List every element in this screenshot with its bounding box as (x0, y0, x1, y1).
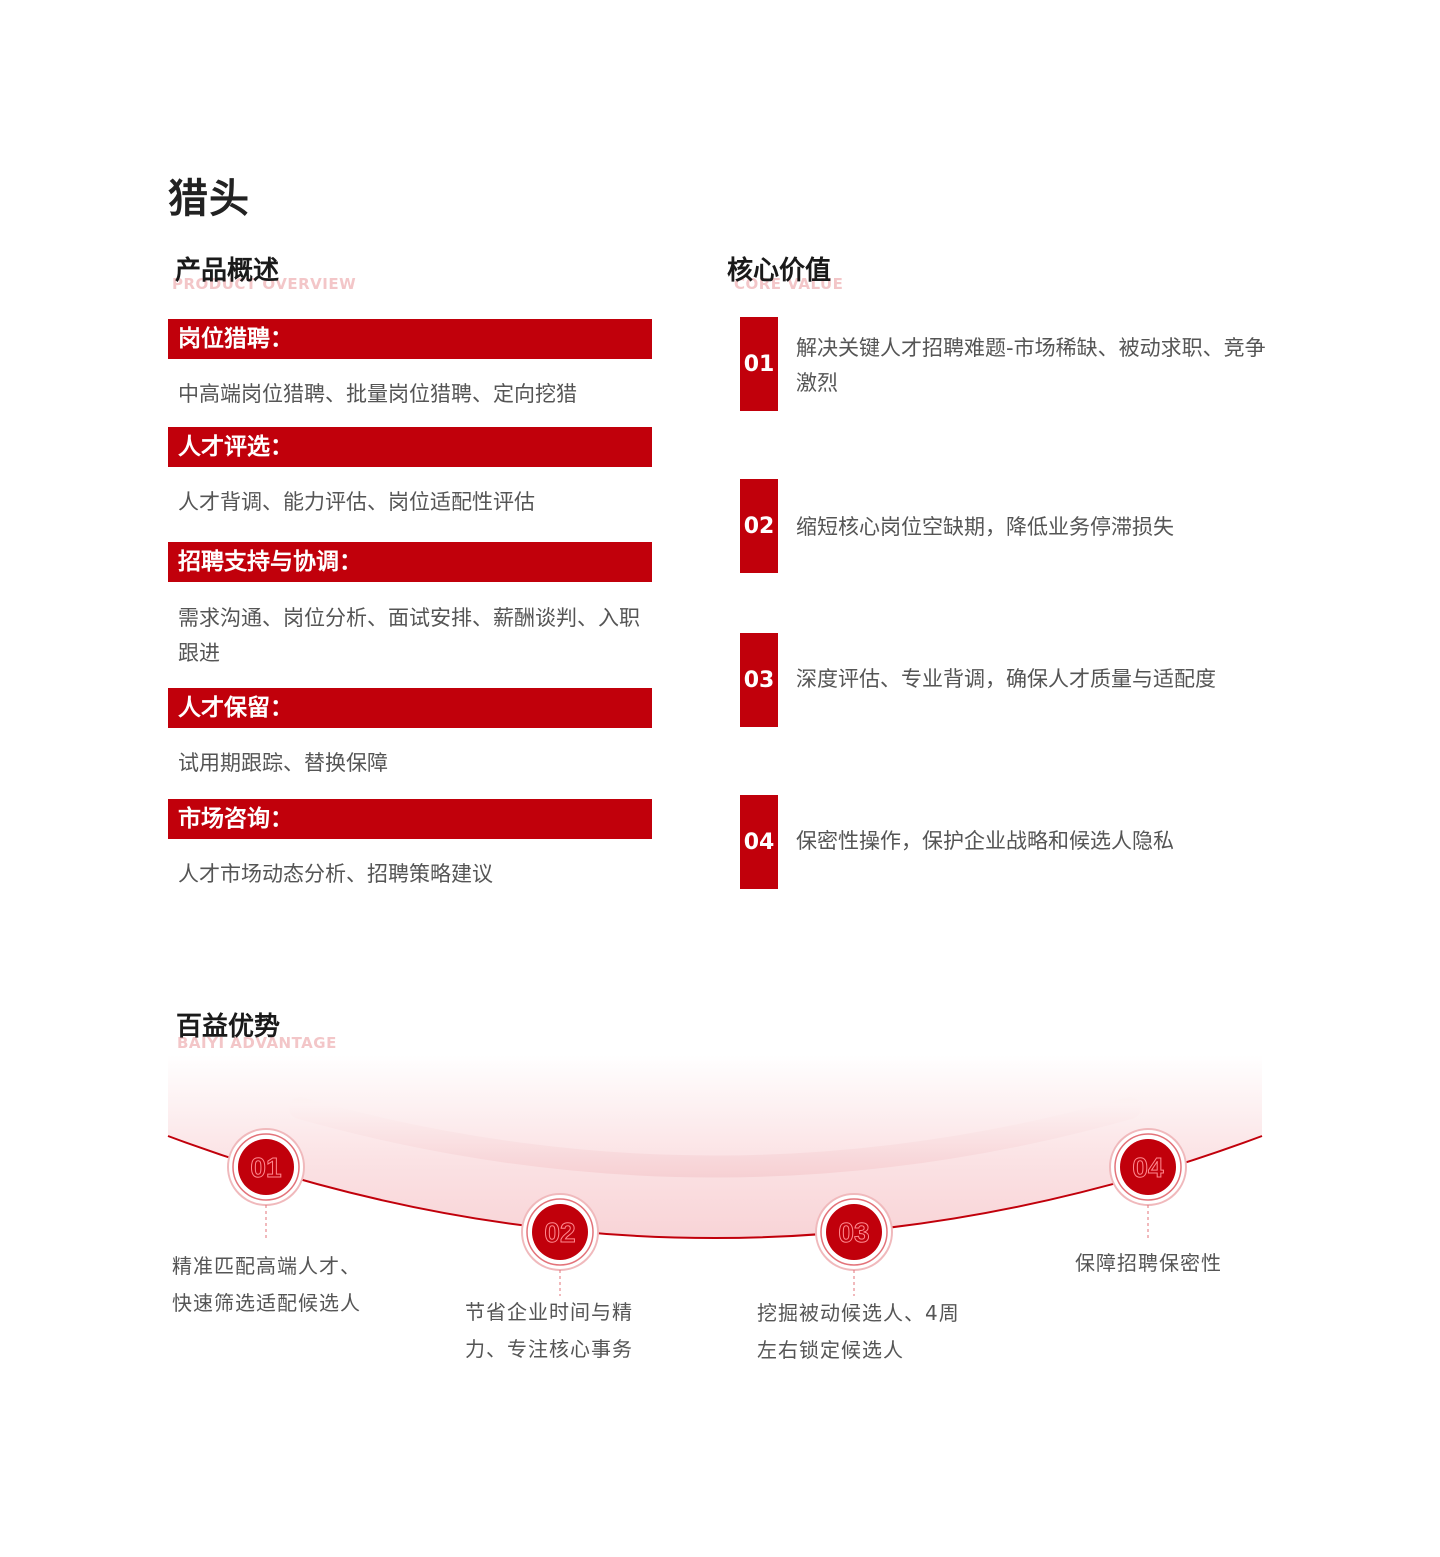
arc-line (167, 1135, 1263, 1239)
overview-section-heading: 产品概述 PRODUCT OVERVIEW (172, 250, 356, 293)
value-text: 深度评估、专业背调，确保人才质量与适配度 (796, 667, 1216, 691)
value-number-badge: 02 (740, 479, 778, 573)
advantage-number: 01 (250, 1152, 281, 1183)
advantage-title-en: BAIYI ADVANTAGE (177, 1034, 337, 1052)
advantage-line: 保障招聘保密性 (1075, 1251, 1222, 1275)
advantage-number: 04 (1132, 1152, 1164, 1183)
service-bar-support: 招聘支持与协调： (168, 542, 652, 582)
advantage-line: 快速筛选适配候选人 (172, 1291, 361, 1315)
advantage-text-03: 挖掘被动候选人、4周 左右锁定候选人 (757, 1295, 960, 1369)
advantage-line: 精准匹配高端人才、 (172, 1254, 361, 1278)
service-bar-retention: 人才保留： (168, 688, 652, 728)
service-desc-recruiting: 中高端岗位猎聘、批量岗位猎聘、定向挖猎 (178, 382, 577, 406)
overview-title-en: PRODUCT OVERVIEW (172, 275, 357, 293)
page-title: 猎头 (168, 176, 250, 222)
value-text: 解决关键人才招聘难题-市场稀缺、被动求职、竞争激烈 (796, 336, 1266, 395)
advantage-text-04: 保障招聘保密性 (1075, 1245, 1222, 1282)
advantage-text-02: 节省企业时间与精 力、专注核心事务 (465, 1294, 633, 1368)
service-desc-support: 需求沟通、岗位分析、面试安排、薪酬谈判、入职跟进 (178, 606, 640, 665)
advantage-number: 03 (838, 1217, 869, 1248)
advantage-node-01: 01 (227, 1128, 305, 1238)
advantage-node-02: 02 (521, 1193, 599, 1296)
advantage-line: 节省企业时间与精 (465, 1300, 633, 1324)
service-bar-recruiting: 岗位猎聘： (168, 319, 652, 359)
service-bar-evaluation: 人才评选： (168, 427, 652, 467)
advantage-line: 力、专注核心事务 (465, 1337, 633, 1361)
arc-inner-glow (289, 1097, 1141, 1178)
value-number-badge: 03 (740, 633, 778, 727)
advantage-section-heading: 百益优势 BAIYI ADVANTAGE (176, 1006, 336, 1052)
service-desc-retention: 试用期跟踪、替换保障 (178, 751, 388, 775)
arc-band (168, 1055, 1262, 1238)
value-text: 缩短核心岗位空缺期，降低业务停滞损失 (796, 515, 1174, 539)
advantage-line: 左右锁定候选人 (757, 1338, 904, 1362)
overview-title: 产品概述 (175, 256, 280, 286)
value-number-badge: 01 (740, 317, 778, 411)
service-desc-consulting: 人才市场动态分析、招聘策略建议 (178, 862, 493, 886)
core-value-title: 核心价值 (727, 256, 832, 286)
core-value-title-en: CORE VALUE (734, 275, 844, 293)
advantage-text-01: 精准匹配高端人才、 快速筛选适配候选人 (172, 1248, 361, 1322)
value-text: 保密性操作，保护企业战略和候选人隐私 (796, 829, 1174, 853)
advantage-title: 百益优势 (176, 1012, 281, 1042)
service-desc-evaluation: 人才背调、能力评估、岗位适配性评估 (178, 490, 535, 514)
advantage-number: 02 (544, 1217, 575, 1248)
core-value-section-heading: 核心价值 CORE VALUE (727, 250, 843, 293)
service-bar-consulting: 市场咨询： (168, 799, 652, 839)
advantage-line: 挖掘被动候选人、4周 (757, 1301, 960, 1325)
advantage-node-03: 03 (815, 1193, 893, 1296)
value-number-badge: 04 (740, 795, 778, 889)
advantage-node-04: 04 (1109, 1128, 1187, 1238)
